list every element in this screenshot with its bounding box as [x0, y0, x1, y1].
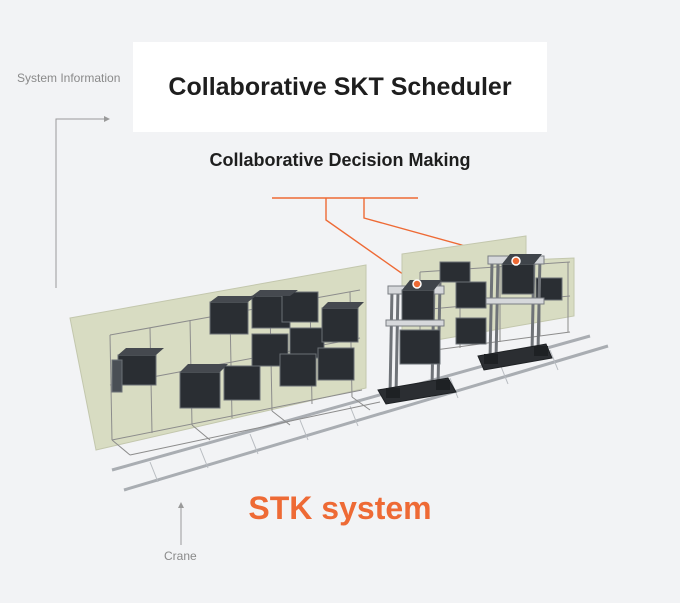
crane-2 [477, 254, 553, 371]
scheduler-title-box: Collaborative SKT Scheduler [133, 42, 547, 132]
crane-arrow [178, 502, 184, 545]
system-information-label: System Information [17, 71, 121, 85]
crane-1 [377, 279, 457, 405]
arrow-right-icon [104, 116, 110, 122]
scheduler-title: Collaborative SKT Scheduler [168, 72, 512, 101]
crane-label: Crane [164, 549, 197, 563]
stk-system-label: STK system [248, 490, 432, 526]
left-rack-container-tops [118, 290, 364, 372]
left-rack-containers [111, 291, 359, 409]
crane-marker-icon [412, 279, 422, 289]
system-information-arrow [55, 116, 110, 288]
rail-ties [149, 349, 559, 483]
decision-making-label: Collaborative Decision Making [209, 150, 471, 170]
arrow-up-icon [178, 502, 184, 508]
crane-marker-icon [511, 256, 521, 266]
right-rack-containers [439, 261, 563, 345]
